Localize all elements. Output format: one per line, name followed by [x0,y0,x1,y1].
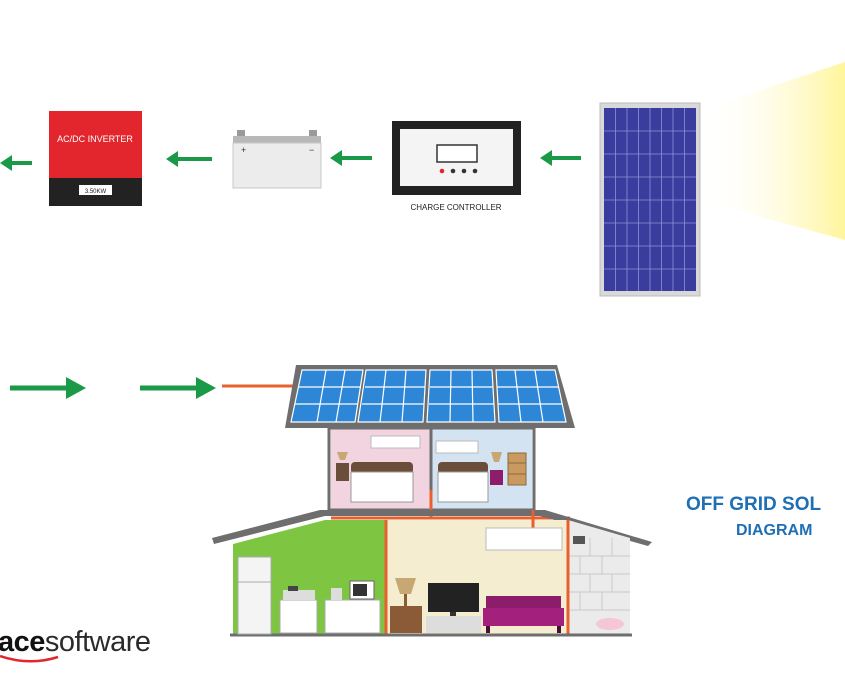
bed [437,462,489,503]
house [212,365,652,637]
brand-logo-rest: software [44,626,151,658]
battery-minus: − [309,145,314,155]
diagram-subtitle: DIAGRAM [736,522,813,539]
roof-solar-panels [290,369,567,423]
charge-controller-label: CHARGE CONTROLLER [410,203,501,212]
ac-dc-inverter: AC/DC INVERTER 3.50KW [49,111,142,206]
sunlight-beam [700,62,845,240]
arrow-right-icon [10,377,86,399]
bed [350,462,414,503]
battery-plus: + [241,145,246,155]
arrow-left-icon [540,150,581,166]
brand-logo-bold: ace [0,626,45,658]
inverter-label: AC/DC INVERTER [57,134,133,144]
arrow-right-icon [140,377,216,399]
solar-panel [599,102,701,297]
battery: + − [232,130,322,189]
inverter-rating: 3.50KW [85,189,107,195]
brand-logo: acesoftware [0,626,151,659]
sofa [483,596,564,633]
arrow-left-icon [166,151,212,167]
arrow-left-icon [0,155,32,171]
brand-swoosh-icon [0,654,59,663]
diagram-title: OFF GRID SOL [686,494,822,515]
charge-controller: CHARGE CONTROLLER [392,121,521,212]
arrow-left-icon [330,150,372,166]
